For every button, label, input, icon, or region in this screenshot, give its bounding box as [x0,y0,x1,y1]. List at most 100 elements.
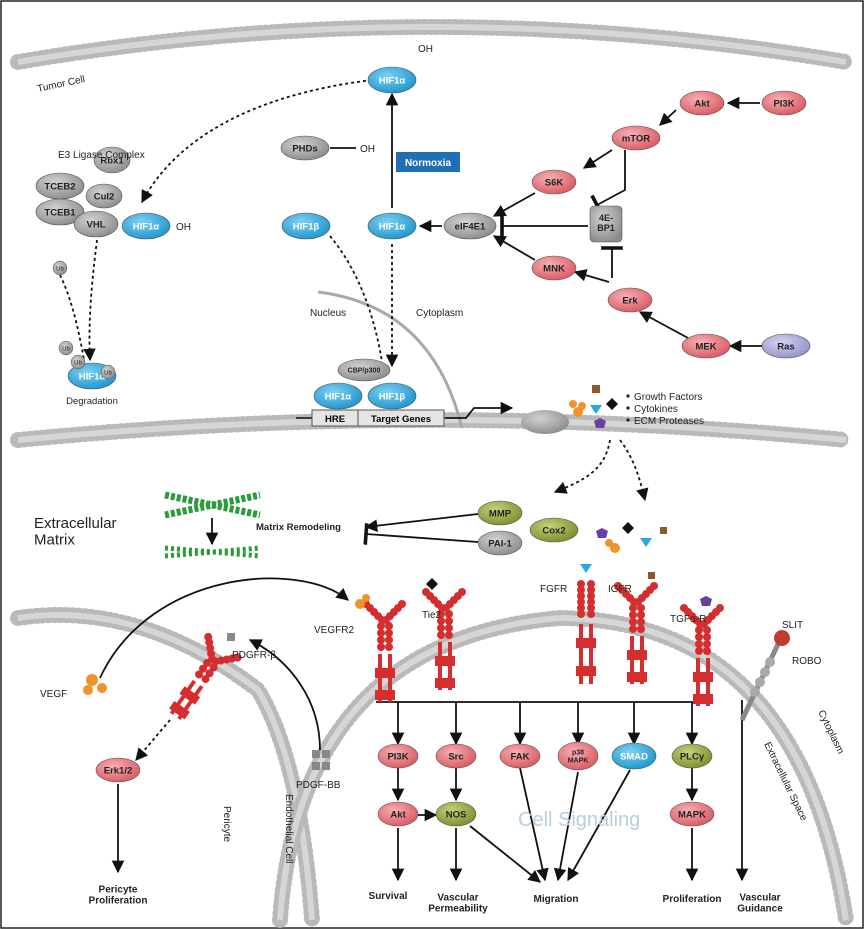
cbp-p300-node: CBP/p300 [337,358,391,382]
robo-receptor [739,630,790,722]
edge-erk-mnk [573,269,610,283]
nos-node: NOS [435,801,477,827]
pai1-node: PAI-1 [477,530,523,556]
e3-title-label: E3 Ligase Complex [58,150,145,161]
cbp-p300-node-label: CBP/p300 [348,367,381,374]
phds-node-label: PHDs [292,143,317,154]
degradation-label: Degradation [66,396,118,407]
hif1b-node-label: HIF1β [293,221,320,232]
endothelial-cell-label: Endothelial Cell [283,794,294,864]
mtor-node: mTOR [611,125,661,151]
cox2-node-label: Cox2 [542,525,565,536]
eif4e1-node: eIF4E1 [443,212,497,240]
mapk-node-label: MAPK [678,809,706,820]
pericyte-label: Pericyte [221,806,232,843]
pi3k-top-node: PI3K [761,90,807,116]
cul2-node-label: Cul2 [94,191,115,202]
oh-phds-label: OH [360,144,375,155]
edge-vegf-to-vegfr2 [99,577,349,679]
akt-bottom-node-label: Akt [390,809,406,820]
nuclear-envelope [317,290,464,429]
tceb1-node-label: TCEB1 [44,207,76,218]
vhl-node-label: VHL [87,219,106,230]
secreted-protein-shape [521,410,569,434]
hif1a-nuclear-node-label: HIF1α [325,391,352,402]
erk12-node-label: Erk1/2 [104,765,133,776]
edge-s6k-eif [492,192,536,217]
edge-hif-to-e3 [141,79,373,204]
pdgfrb-label: PDGFR-β [232,650,276,661]
edge-ub-to-degradation [59,274,85,361]
membrane-endothelial [272,609,854,928]
s6k-node: S6K [531,169,577,195]
tie2-label: Tie2 [422,610,442,621]
eif4e1-node-label: eIF4E1 [455,221,486,232]
cox2-node: Cox2 [529,517,579,543]
mapk-node: MAPK [669,801,715,827]
fgfr-label: FGFR [540,584,567,595]
mmp-node: MMP [477,500,523,526]
akt-bottom-node: Akt [377,801,419,827]
hif1a-top-node-label: HIF1α [379,75,406,86]
ecm-fibers [164,491,261,559]
nos-node-label: NOS [446,809,467,820]
ubiquitin-node: Ub [52,260,68,276]
edge-pdgfr-erk [135,719,171,761]
igfr-receptor [614,582,658,684]
pdgf-bb-icon [312,750,330,770]
growth-factors-label: Growth Factors [634,392,702,403]
edge-factors-to-ligands [619,439,649,502]
proliferation-label: Proliferation [663,894,722,905]
akt-top-node: Akt [679,90,725,116]
fgfr-receptor [576,580,596,684]
erk-node-label: Erk [622,295,638,306]
cytoplasm-inner-label: Cytoplasm [416,308,463,319]
mek-node: MEK [681,333,731,359]
cul2-node: Cul2 [85,183,123,209]
edge-mek-erk [638,311,689,339]
hif1b-nuclear-node: HIF1β [367,382,417,410]
vegf-icon [83,674,107,695]
rbx1-node: Rbx1 [93,146,131,174]
mek-node-label: MEK [695,341,716,352]
svg-text:Ub: Ub [62,347,70,353]
vegf-label: VEGF [40,689,67,700]
receptors [169,580,724,721]
edge-e3-to-degradation [83,239,98,362]
svg-text:4E-BP1: 4E-BP1 [597,213,615,233]
tceb2-node-label: TCEB2 [44,181,75,192]
growth-factor-pentagon-icon [594,418,606,428]
normoxia-badge: Normoxia [396,152,460,172]
pdgfbb-label: PDGF-BB [296,780,341,791]
edge-factors-to-mmp [553,439,611,494]
pdgfr-beta-receptor [169,632,242,721]
pi3k-bottom-node-label: PI3K [387,751,408,762]
plcg-node: PLCγ [671,743,713,769]
ligands [83,385,712,770]
hif1a-degradation-node-label: HIF1α [79,371,106,382]
edge-mmp-matrix [364,513,479,532]
ubiquitin-node: Ub [100,364,116,380]
mnk-node-label: MNK [543,263,565,274]
cytokines-label: Cytokines [634,404,678,415]
svg-text:Ub: Ub [104,371,112,377]
tgfa-receptor [680,604,724,706]
oh-e3-label: OH [176,222,191,233]
growth-factor-triangle-icon [590,405,602,414]
igfr-label: IGFR [608,584,632,595]
edge-mtor-s6k [582,149,613,169]
hif1a-nuclear-node: HIF1α [313,382,363,410]
erk12-node: Erk1/2 [95,757,141,783]
pai1-node-label: PAI-1 [488,538,512,549]
growth-factor-diamond-icon [606,398,618,410]
edge-mnk-eif [492,235,536,261]
